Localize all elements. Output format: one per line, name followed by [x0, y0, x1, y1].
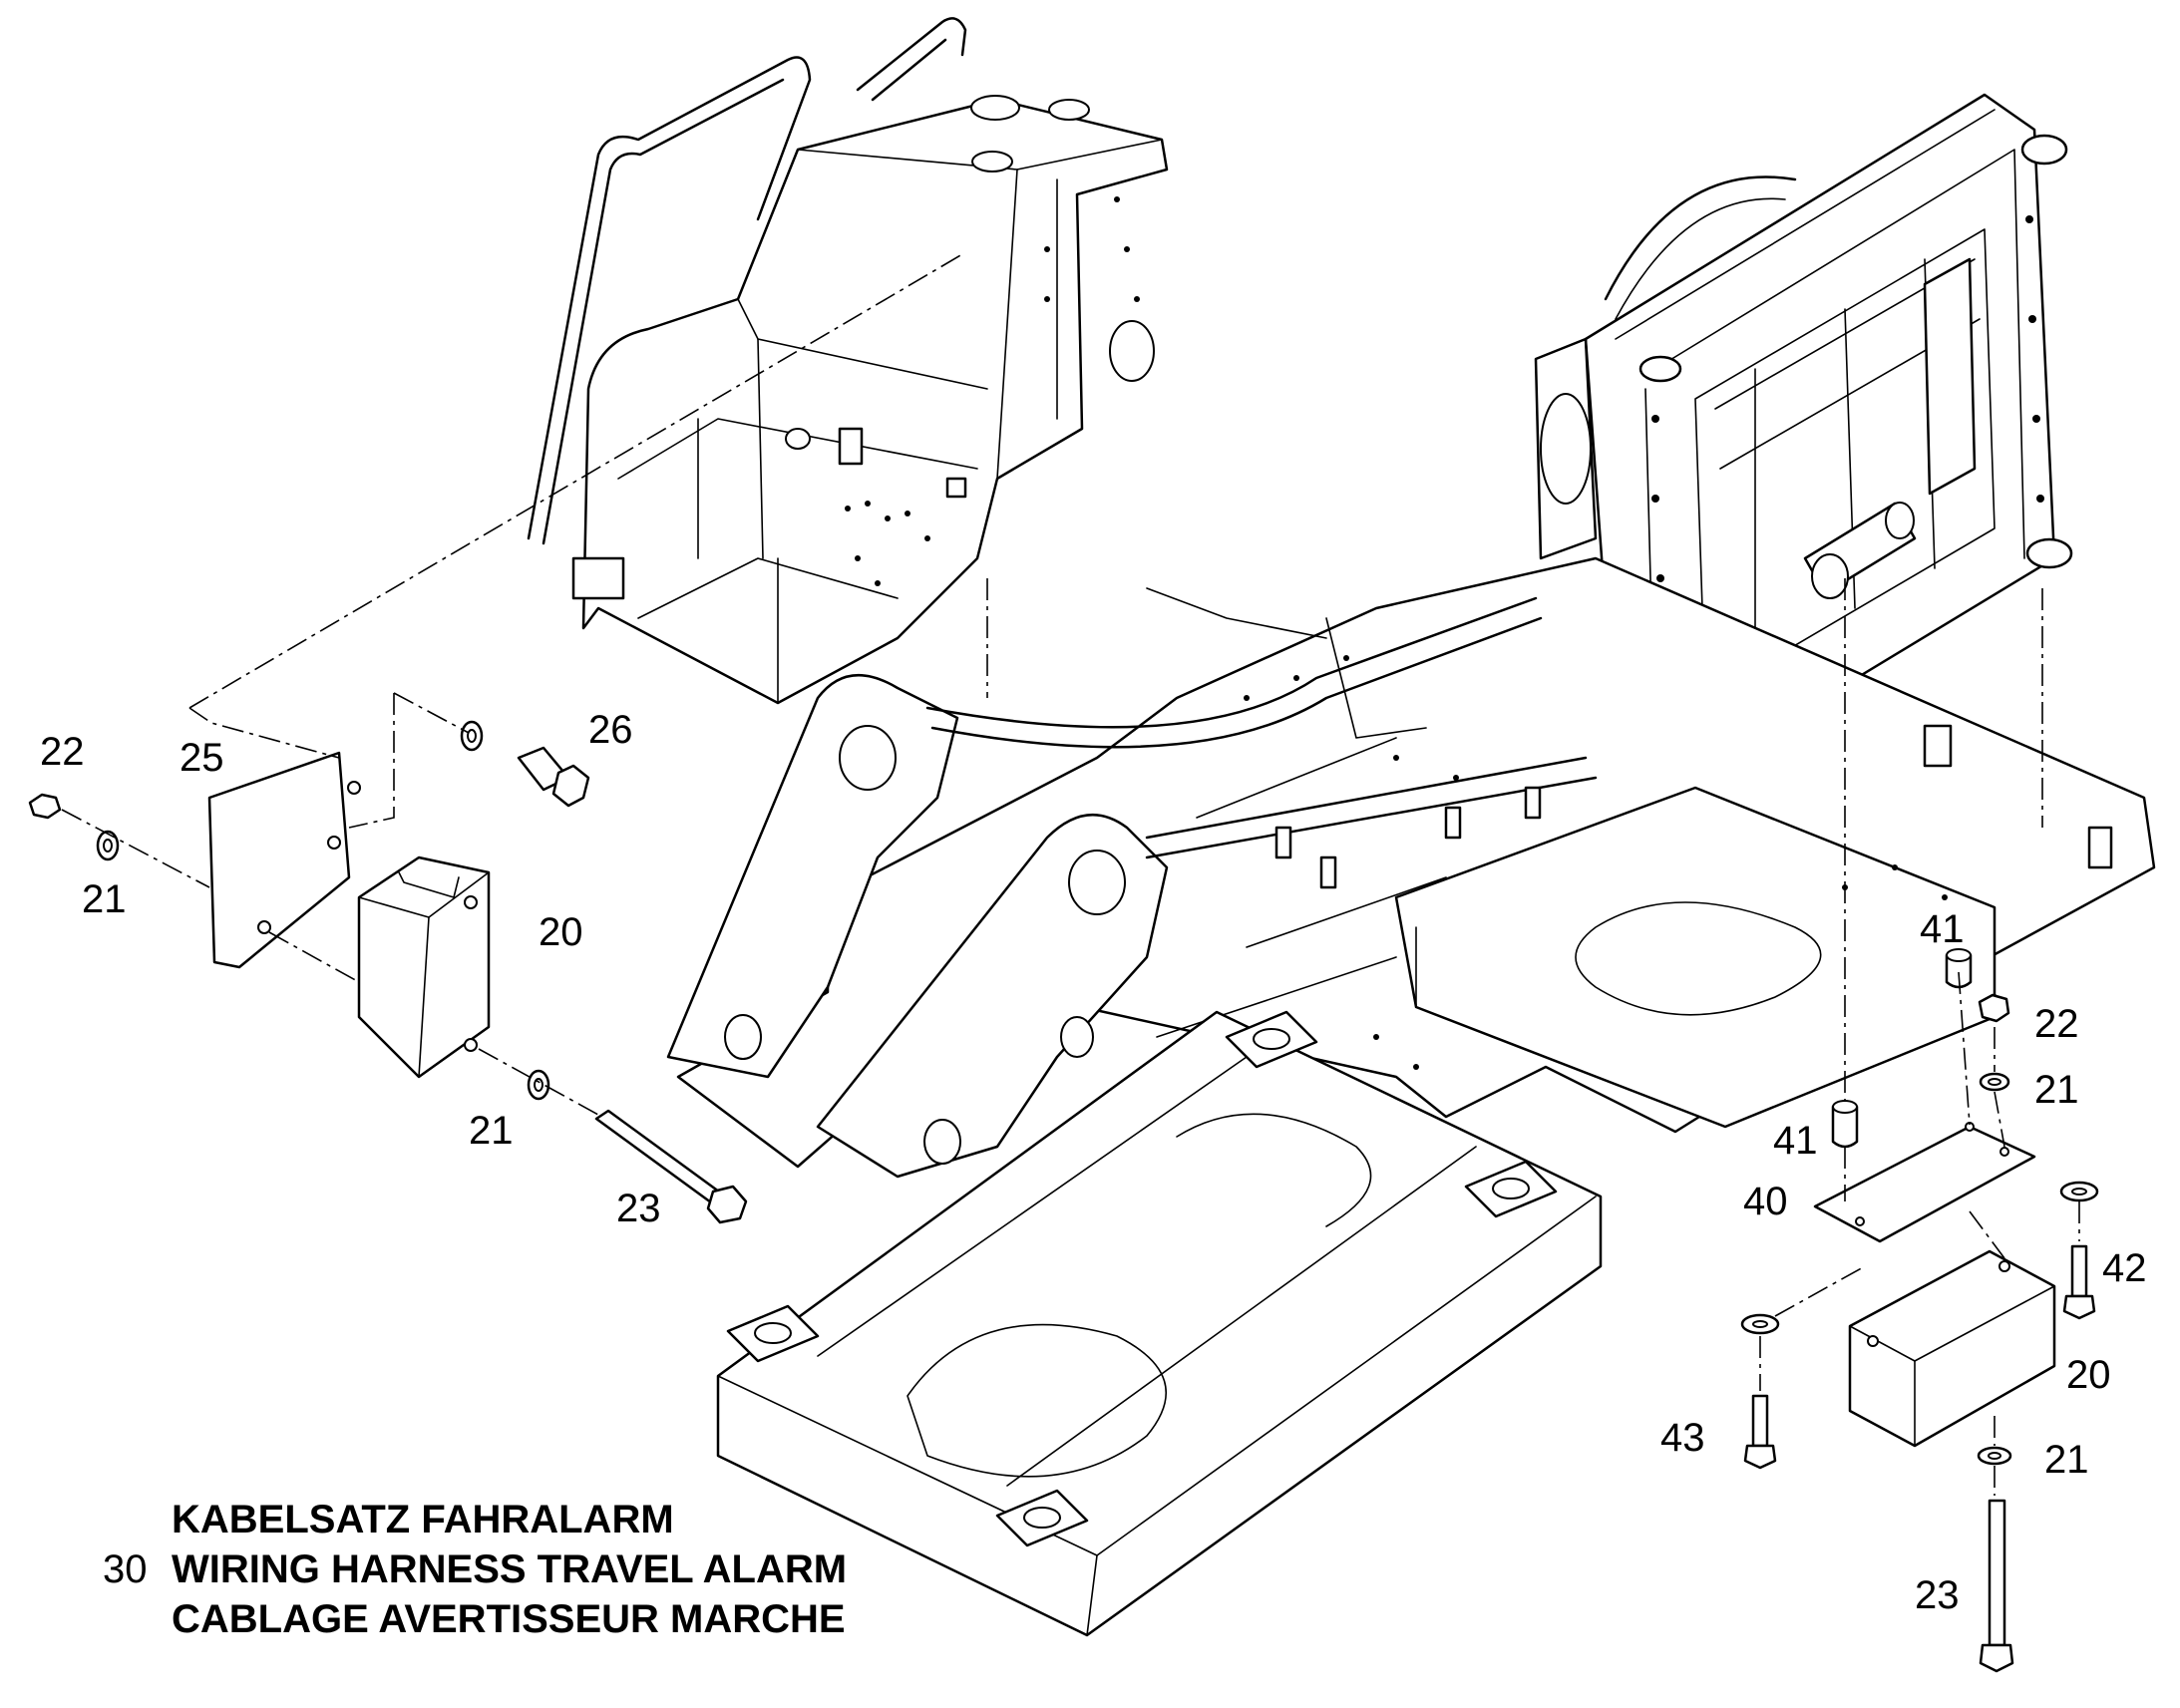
- hex-nut-right: [1978, 993, 2010, 1023]
- upper-carriage-frame: [666, 556, 2156, 1179]
- callout-labels: 22 25 21 26 20 21 23 41 22 21 41 40 42 2…: [40, 708, 2147, 1617]
- caption-line-french: CABLAGE AVERTISSEUR MARCHE: [172, 1597, 846, 1641]
- spacer-sleeve-bottom: [1831, 1100, 1859, 1149]
- long-bolt-left: [594, 1109, 748, 1224]
- callout-40: 40: [1743, 1180, 1788, 1223]
- callout-22-right: 22: [2034, 1002, 2079, 1046]
- callout-21-right-bottom: 21: [2044, 1438, 2089, 1482]
- callout-23-left: 23: [616, 1187, 661, 1230]
- callout-20-right: 20: [2066, 1353, 2111, 1397]
- mounting-plate-40: [1813, 1125, 2036, 1243]
- callout-23-right: 23: [1915, 1573, 1960, 1617]
- left-alarm-mounting-group: [28, 253, 988, 1224]
- hex-bolt-short: [517, 746, 590, 808]
- callout-41-top: 41: [1920, 907, 1965, 951]
- callout-20-left: 20: [539, 910, 583, 954]
- slewing-mount-boxes: [726, 1010, 1558, 1547]
- travel-alarm-box-left: [357, 855, 491, 1079]
- mounting-bracket-plate: [207, 751, 351, 969]
- caption-line-german: KABELSATZ FAHRALARM: [172, 1498, 674, 1541]
- cab-frame-assembly: [527, 17, 1169, 705]
- callout-42: 42: [2102, 1246, 2147, 1290]
- callout-21-left-bottom: 21: [469, 1109, 514, 1153]
- undercarriage-frame: [716, 1010, 1603, 1637]
- callout-43: 43: [1660, 1416, 1705, 1460]
- cab-rivets: [845, 196, 1140, 586]
- bolt-43: [1743, 1394, 1777, 1470]
- right-alarm-mounting-group: [1740, 578, 2099, 1673]
- electric-motor: [1803, 502, 1917, 599]
- travel-alarm-box-right: [1848, 1249, 2056, 1448]
- long-bolt-right: [1979, 1499, 2014, 1673]
- callout-25: 25: [180, 736, 224, 780]
- caption-line-english: WIRING HARNESS TRAVEL ALARM: [172, 1547, 847, 1591]
- bolt-42: [2062, 1244, 2096, 1320]
- caption-part-number: 30: [103, 1547, 148, 1591]
- callout-41-bottom: 41: [1773, 1119, 1818, 1163]
- callout-26: 26: [588, 708, 633, 752]
- callout-21-right-top: 21: [2034, 1068, 2079, 1112]
- callout-21-left-top: 21: [82, 877, 127, 921]
- part-caption: KABELSATZ FAHRALARM 30 WIRING HARNESS TR…: [103, 1498, 847, 1641]
- hex-nut-left: [28, 793, 62, 820]
- callout-22-left: 22: [40, 730, 85, 774]
